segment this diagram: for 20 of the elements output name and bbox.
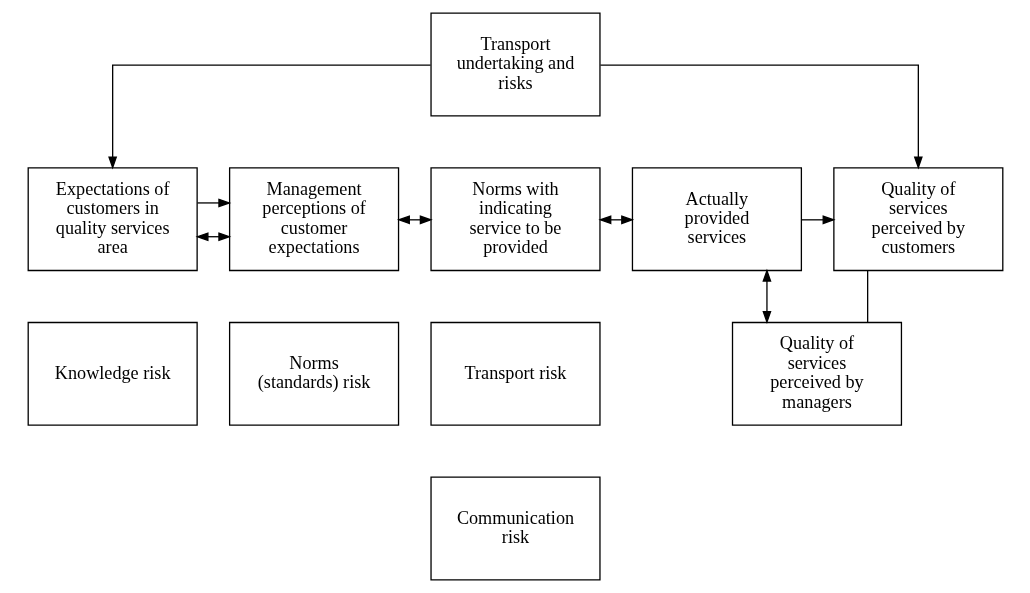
node-box: Transport risk xyxy=(429,321,601,426)
node-box: Norms with indicating service to be provided xyxy=(429,167,601,272)
node-box: Management perceptions of customer expectations xyxy=(228,167,399,272)
arrow xyxy=(800,215,836,225)
node-box: Communication risk xyxy=(429,476,601,581)
node-box: Transport undertaking and risks xyxy=(429,12,601,117)
node-box: Quality of services perceived by managers xyxy=(731,321,902,426)
connector xyxy=(866,270,868,323)
arrow xyxy=(196,198,231,208)
arrow xyxy=(599,64,923,170)
arrow xyxy=(761,268,771,324)
arrow xyxy=(195,232,231,242)
node-box: Norms (standards) risk xyxy=(228,321,399,426)
node-box: Expectations of customers in quality services area xyxy=(27,167,198,272)
arrow xyxy=(597,215,634,225)
arrow xyxy=(107,64,431,170)
node-box: Knowledge risk xyxy=(27,321,198,426)
node-box: Quality of services perceived by customers xyxy=(832,167,1003,272)
node-box: Actually provided services xyxy=(631,167,802,272)
arrow xyxy=(396,215,433,225)
